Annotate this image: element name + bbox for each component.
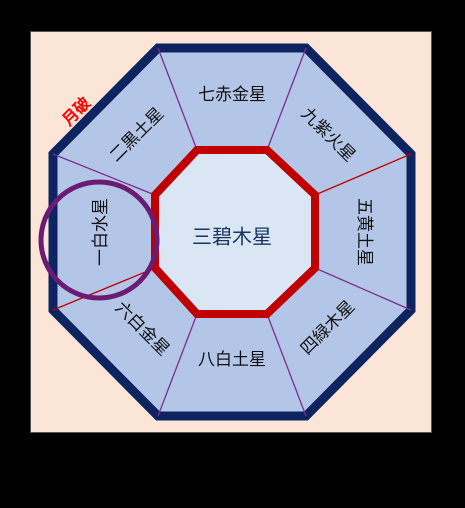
octagon-diagram: 三碧木星 七赤金星 九紫火星 五黄土星 四緑木星 八白土星 六白金星 一白水星 … (38, 43, 416, 421)
divider-left-bottom (52, 267, 156, 311)
divider-bottom-right (266, 313, 307, 417)
divider-right-top (314, 153, 412, 196)
segment-label-bottom: 八白土星 (198, 350, 266, 370)
divider-right-bottom (314, 267, 412, 311)
marker-ring (38, 179, 160, 301)
divider-left-top (52, 153, 156, 196)
segment-label-left: 一白水星 (91, 198, 111, 266)
segment-label-right: 五黄土星 (354, 198, 374, 266)
divider-bottom-left (157, 313, 198, 417)
center-label: 三碧木星 (192, 225, 272, 249)
segment-label-top: 七赤金星 (198, 85, 266, 105)
divider-top-right (266, 47, 307, 151)
diagram-board: 三碧木星 七赤金星 九紫火星 五黄土星 四緑木星 八白土星 六白金星 一白水星 … (30, 31, 432, 433)
divider-top-left (157, 47, 198, 151)
